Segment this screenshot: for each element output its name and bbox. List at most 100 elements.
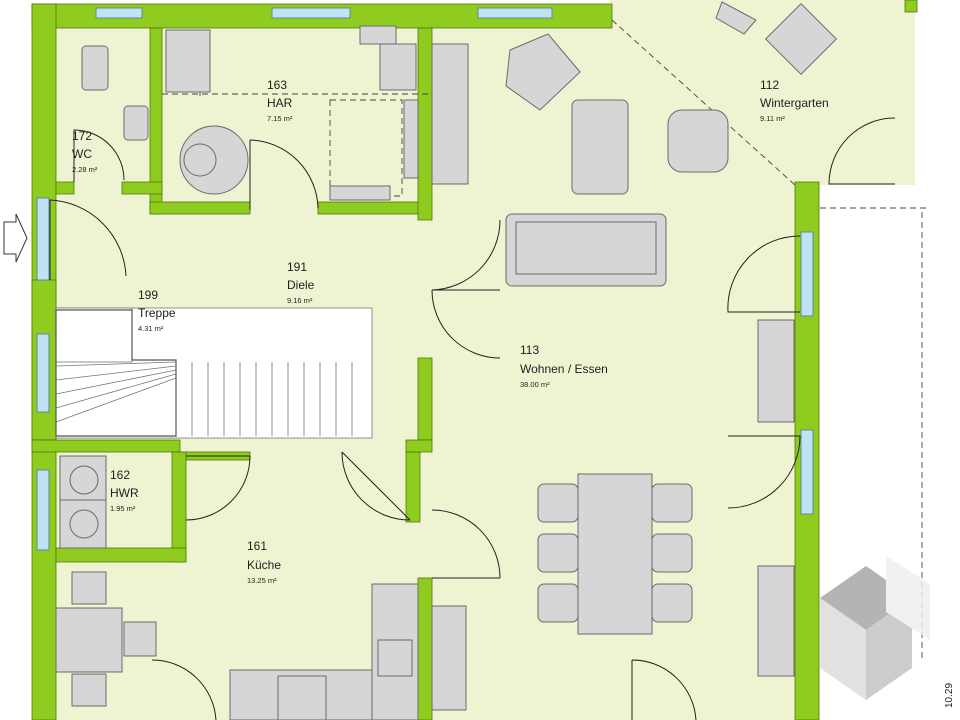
door-entry (49, 199, 127, 280)
kitchen-sink (377, 639, 413, 677)
chair-r3 (651, 583, 693, 623)
har-cabinet (379, 43, 417, 91)
door-wintergarten (828, 117, 896, 185)
svg-text:WC: WC (72, 147, 92, 161)
armchair-1 (505, 33, 581, 111)
stair-tread (55, 365, 177, 381)
window-stair (36, 333, 50, 413)
wall-har-wohnen (417, 27, 433, 221)
svg-text:Wintergarten: Wintergarten (760, 96, 829, 110)
door-diele-wohnen (431, 219, 501, 359)
kitchen-table (55, 607, 123, 673)
k-chair-3 (71, 673, 107, 707)
svg-text:191: 191 (287, 260, 307, 274)
har-sink-small (359, 25, 397, 45)
door-hwr (185, 455, 251, 521)
dining-table (577, 473, 653, 635)
wc-sink (123, 105, 149, 141)
windows (36, 7, 814, 551)
window-wohnen-top (477, 7, 553, 19)
wall-wc-bottom (55, 181, 75, 195)
wall-hwr-bottom (55, 547, 187, 563)
svg-text:7.15 m²: 7.15 m² (267, 114, 293, 123)
window-right-2 (800, 429, 814, 515)
window-right-1 (800, 231, 814, 317)
furniture (55, 1, 838, 720)
chair-r2 (651, 533, 693, 573)
door-right-2 (727, 435, 801, 509)
room-label-har: 163 HAR 7.15 m² (267, 78, 293, 123)
svg-text:Küche: Küche (247, 558, 281, 572)
kitchen-hob (277, 675, 327, 720)
toilet (81, 45, 109, 91)
svg-text:9.16 m²: 9.16 m² (287, 296, 313, 305)
wall-kueche-wohnen2 (405, 451, 421, 523)
wg-table (764, 2, 838, 76)
svg-text:4.31 m²: 4.31 m² (138, 324, 164, 333)
wall-kueche-wohnen (417, 577, 433, 720)
svg-text:163: 163 (267, 78, 287, 92)
svg-text:2.28 m²: 2.28 m² (72, 165, 98, 174)
svg-text:113: 113 (520, 343, 539, 357)
svg-text:162: 162 (110, 468, 130, 482)
svg-text:199: 199 (138, 288, 158, 302)
door-kueche-wohnen (431, 509, 501, 579)
room-label-wc: 172 WC 2.28 m² (72, 129, 98, 174)
doors (49, 117, 896, 720)
stair-tread (55, 369, 177, 395)
har-panel (329, 185, 391, 201)
right-shelf-2 (757, 565, 795, 677)
window-hwr (36, 469, 50, 551)
svg-text:HWR: HWR (110, 486, 139, 500)
chair-l3 (537, 583, 579, 623)
svg-text:13.25 m²: 13.25 m² (247, 576, 277, 585)
window-wc (95, 7, 143, 19)
dimension-label: 10.29 (944, 683, 955, 708)
window-entry (36, 197, 50, 281)
door-right-1 (727, 235, 801, 313)
k-chair-2 (123, 621, 157, 657)
k-chair-1 (71, 571, 107, 605)
svg-text:172: 172 (72, 129, 92, 143)
svg-text:112: 112 (760, 78, 779, 92)
wall-wg-right (904, 0, 918, 13)
room-label-wohnen: 113 Wohnen / Essen 38.00 m² (520, 343, 608, 389)
wg-chair (715, 1, 757, 35)
har-stove (165, 29, 211, 93)
wall-har-bottom2 (317, 201, 431, 215)
wall-har-bottom (149, 201, 251, 215)
svg-text:38.00 m²: 38.00 m² (520, 380, 550, 389)
har-shelf (403, 99, 419, 179)
room-label-treppe: 199 Treppe 4.31 m² (138, 288, 176, 333)
wall-stair-bottom (31, 439, 181, 453)
stair-tread (55, 361, 177, 367)
room-label-wintergarten: 112 Wintergarten 9.11 m² (760, 78, 829, 123)
sideboard-bottom (431, 605, 467, 711)
svg-text:HAR: HAR (267, 96, 293, 110)
wall-diele-wohnen (417, 357, 433, 441)
room-label-kueche: 161 Küche 13.25 m² (247, 539, 281, 585)
door-har (249, 139, 319, 210)
door-kueche-bottom (151, 659, 217, 720)
svg-text:161: 161 (247, 539, 267, 553)
room-labels: 172 WC 2.28 m² 163 HAR 7.15 m² 112 Winte… (72, 78, 829, 585)
svg-text:1.95 m²: 1.95 m² (110, 504, 136, 513)
coffee-table (571, 99, 629, 195)
svg-text:Diele: Diele (287, 278, 315, 292)
chair-l1 (537, 483, 579, 523)
wall-diele-kueche (405, 439, 433, 453)
chair-r1 (651, 483, 693, 523)
room-label-hwr: 162 HWR 1.95 m² (110, 468, 139, 513)
room-label-diele: 191 Diele 9.16 m² (287, 260, 315, 305)
wall-hwr-right (171, 451, 187, 563)
stair-tread (55, 377, 177, 423)
staircase (55, 307, 373, 439)
company-logo-cube (820, 556, 930, 700)
sideboard-top (431, 43, 469, 185)
svg-text:Wohnen / Essen: Wohnen / Essen (520, 362, 608, 376)
window-har (271, 7, 351, 19)
svg-text:Treppe: Treppe (138, 306, 176, 320)
entrance-arrow-icon (3, 213, 28, 263)
armchair-2 (667, 109, 729, 173)
